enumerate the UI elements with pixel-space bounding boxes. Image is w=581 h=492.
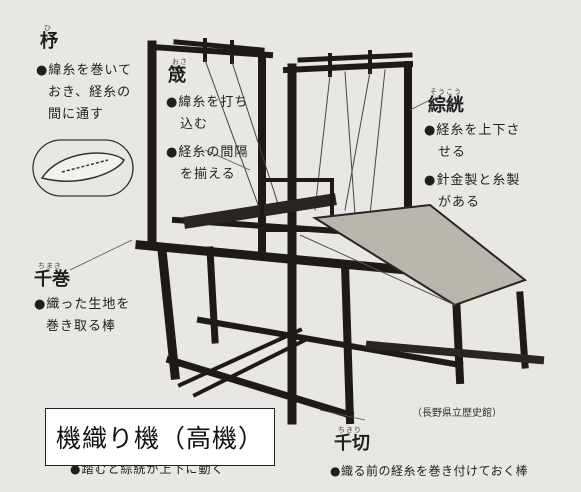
warp-sheet: [312, 203, 528, 307]
warp-beam-title: 千切: [334, 433, 370, 454]
reed-title: 筬: [168, 65, 186, 86]
shuttle-title: 杼: [40, 31, 58, 52]
reed-line-4: を揃える: [180, 167, 236, 182]
warp-beam-ruby: ちきり: [338, 426, 362, 434]
shuttle-ruby: ひ: [44, 24, 52, 32]
warp-beam-line-1: ●織る前の経糸を巻き付けておく棒: [330, 464, 529, 478]
heddle-line-4: がある: [438, 195, 481, 210]
reed-line-1: ●緯糸を打ち: [166, 95, 249, 110]
shuttle-line-2: おき、経糸の: [48, 85, 132, 100]
leader-lines: [69, 99, 431, 421]
caption-box: 機織り機（高機）: [45, 408, 275, 466]
heddle-line-3: ●針金製と糸製: [424, 173, 521, 188]
shuttle-illustration: [32, 139, 134, 197]
heddle-line-2: せる: [438, 145, 467, 160]
cloth-beam-ruby: ちまき: [38, 262, 62, 270]
cloth-beam-title: 千巻: [34, 269, 70, 290]
caption-text: 機織り機（高機）: [55, 424, 264, 453]
heddle-ruby: そうこう: [430, 88, 462, 96]
shuttle-line-1: ●緯糸を巻いて: [36, 63, 132, 78]
reed-line-3: ●経糸の間隔: [166, 145, 249, 160]
reed-line-2: 込む: [180, 117, 209, 132]
cloth-beam-line-2: 巻き取る棒: [46, 319, 117, 334]
heddle-title: 綜絖: [428, 95, 464, 116]
shuttle-line-3: 間に通す: [48, 107, 105, 122]
heddle-line-1: ●経糸を上下さ: [424, 123, 521, 138]
cloth-beam-line-1: ●織った生地を: [34, 297, 131, 312]
museum-credit: （長野県立歴史館）: [412, 408, 502, 419]
reed-ruby: おさ: [172, 58, 188, 66]
